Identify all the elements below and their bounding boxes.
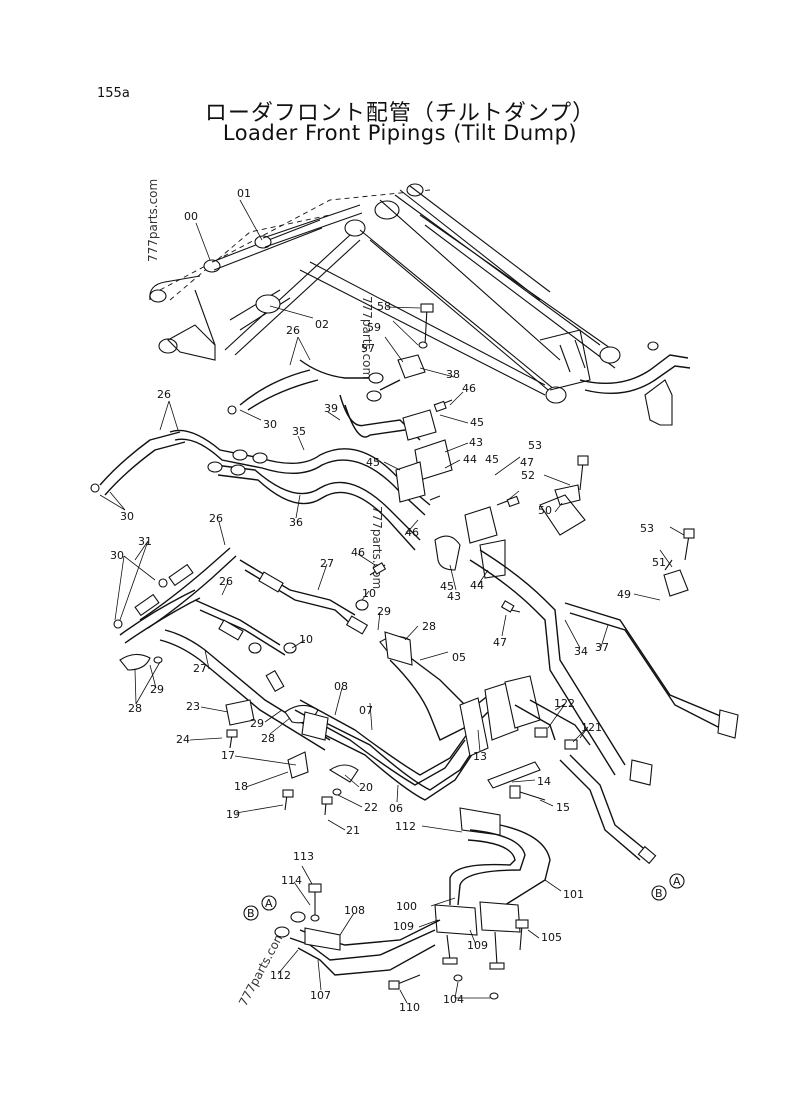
callout-49: 49 bbox=[617, 588, 631, 601]
callout-39: 39 bbox=[324, 402, 338, 415]
callout-101: 101 bbox=[563, 888, 584, 901]
callout-10: 10 bbox=[299, 633, 313, 646]
page-number: 155a bbox=[97, 86, 130, 101]
callout-59: 59 bbox=[367, 321, 381, 334]
callout-06: 06 bbox=[389, 802, 403, 815]
callout-53: 53 bbox=[528, 439, 542, 452]
marker-A: A bbox=[265, 897, 273, 910]
callout-58: 58 bbox=[377, 300, 391, 313]
callout-121: 121 bbox=[581, 721, 602, 734]
callout-15: 15 bbox=[556, 801, 570, 814]
callout-43: 43 bbox=[447, 590, 461, 603]
marker-B: B bbox=[655, 887, 663, 900]
callout-02: 02 bbox=[315, 318, 329, 331]
callout-07: 07 bbox=[359, 704, 373, 717]
callout-112: 112 bbox=[270, 969, 291, 982]
callout-29: 29 bbox=[150, 683, 164, 696]
callout-26: 26 bbox=[157, 388, 171, 401]
callout-50: 50 bbox=[538, 504, 552, 517]
callout-112: 112 bbox=[395, 820, 416, 833]
callout-29: 29 bbox=[377, 605, 391, 618]
callout-24: 24 bbox=[176, 733, 190, 746]
callout-110: 110 bbox=[399, 1001, 420, 1014]
callout-105: 105 bbox=[541, 931, 562, 944]
callout-57: 57 bbox=[361, 342, 375, 355]
callout-18: 18 bbox=[234, 780, 248, 793]
callout-23: 23 bbox=[186, 700, 200, 713]
callout-30: 30 bbox=[110, 549, 124, 562]
callout-20: 20 bbox=[359, 781, 373, 794]
callout-46: 46 bbox=[462, 382, 476, 395]
callout-104: 104 bbox=[443, 993, 464, 1006]
callout-00: 00 bbox=[184, 210, 198, 223]
callout-46: 46 bbox=[351, 546, 365, 559]
callout-113: 113 bbox=[293, 850, 314, 863]
callout-05: 05 bbox=[452, 651, 466, 664]
callout-45: 45 bbox=[366, 456, 380, 469]
callout-114: 114 bbox=[281, 874, 302, 887]
callout-109: 109 bbox=[467, 939, 488, 952]
callout-28: 28 bbox=[422, 620, 436, 633]
callout-13: 13 bbox=[473, 750, 487, 763]
title-japanese: ローダフロント配管（チルトダンプ） bbox=[204, 101, 596, 126]
callout-22: 22 bbox=[364, 801, 378, 814]
callout-labels: 01 00 02 26 26 30 30 35 36 39 38 57 59 5… bbox=[110, 187, 666, 1014]
callout-26: 26 bbox=[219, 575, 233, 588]
callout-122: 122 bbox=[554, 697, 575, 710]
callout-34: 34 bbox=[574, 645, 588, 658]
callout-51: 51 bbox=[652, 556, 666, 569]
marker-B: B bbox=[247, 907, 255, 920]
leader-lines bbox=[99, 199, 685, 1004]
callout-19: 19 bbox=[226, 808, 240, 821]
callout-35: 35 bbox=[292, 425, 306, 438]
callout-30: 30 bbox=[263, 418, 277, 431]
callout-43: 43 bbox=[469, 436, 483, 449]
callout-45: 45 bbox=[485, 453, 499, 466]
callout-37: 37 bbox=[595, 641, 609, 654]
callout-45: 45 bbox=[470, 416, 484, 429]
callout-100: 100 bbox=[396, 900, 417, 913]
callout-30: 30 bbox=[120, 510, 134, 523]
connection-markers: B A A B bbox=[243, 873, 685, 921]
callout-08: 08 bbox=[334, 680, 348, 693]
bottom-pipe-group bbox=[274, 807, 551, 1000]
title-english: Loader Front Pipings (Tilt Dump) bbox=[222, 121, 578, 145]
callout-14: 14 bbox=[537, 775, 551, 788]
callout-27: 27 bbox=[320, 557, 334, 570]
callout-52: 52 bbox=[521, 469, 535, 482]
upper-pipe-group bbox=[90, 359, 431, 551]
callout-45: 45 bbox=[440, 580, 454, 593]
callout-47: 47 bbox=[520, 456, 534, 469]
callout-44: 44 bbox=[470, 579, 484, 592]
callout-28: 28 bbox=[128, 702, 142, 715]
callout-28: 28 bbox=[261, 732, 275, 745]
callout-31: 31 bbox=[138, 535, 152, 548]
valve-block-group bbox=[369, 303, 695, 613]
callout-44: 44 bbox=[463, 453, 477, 466]
pipes-34-37 bbox=[469, 549, 739, 786]
callout-107: 107 bbox=[310, 989, 331, 1002]
callout-109: 109 bbox=[393, 920, 414, 933]
callout-38: 38 bbox=[446, 368, 460, 381]
callout-36: 36 bbox=[289, 516, 303, 529]
callout-53: 53 bbox=[640, 522, 654, 535]
loader-arm-assembly bbox=[149, 183, 691, 426]
callout-17: 17 bbox=[221, 749, 235, 762]
callout-10: 10 bbox=[362, 587, 376, 600]
callout-27: 27 bbox=[193, 662, 207, 675]
callout-108: 108 bbox=[344, 904, 365, 917]
callout-01: 01 bbox=[237, 187, 251, 200]
callout-26: 26 bbox=[209, 512, 223, 525]
main-pipes-05-08 bbox=[225, 631, 657, 865]
callout-26: 26 bbox=[286, 324, 300, 337]
callout-21: 21 bbox=[346, 824, 360, 837]
callout-29: 29 bbox=[250, 717, 264, 730]
marker-A: A bbox=[673, 875, 681, 888]
callout-47: 47 bbox=[493, 636, 507, 649]
callout-46: 46 bbox=[405, 526, 419, 539]
